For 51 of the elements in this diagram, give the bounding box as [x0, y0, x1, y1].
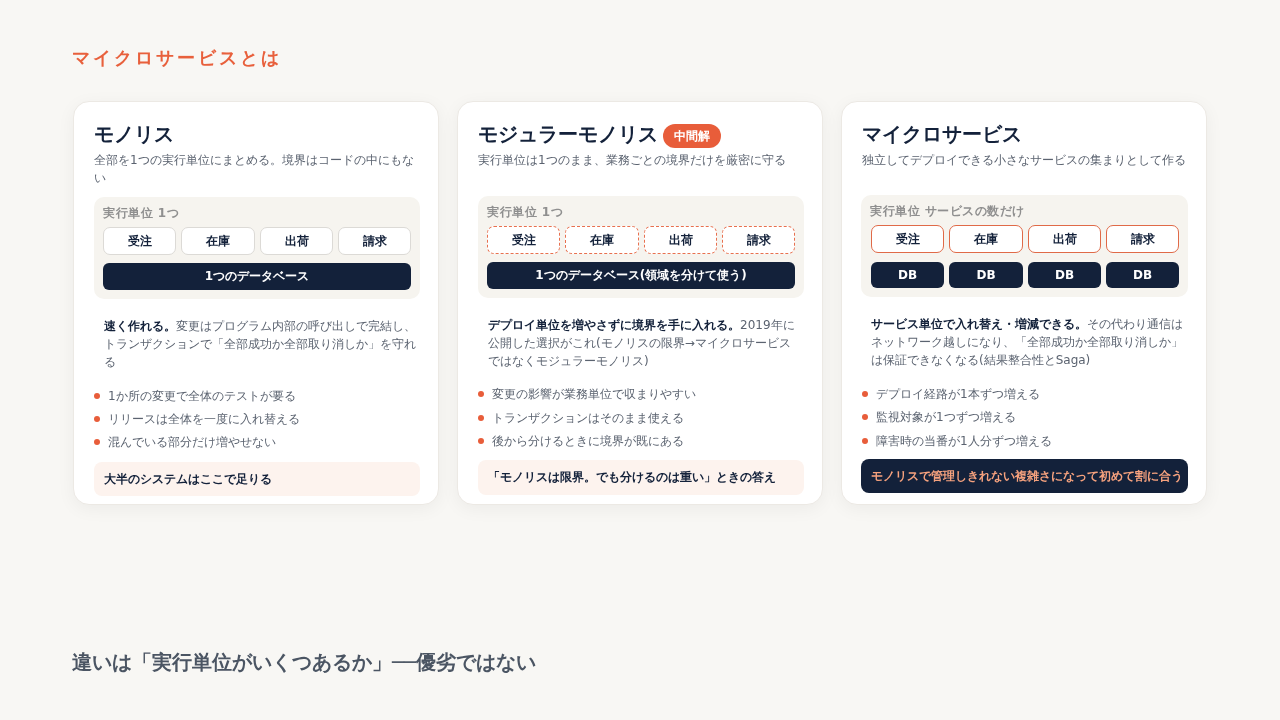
caption: 違いは「実行単位がいくつあるか」──優劣ではない — [72, 649, 537, 676]
runtime-panel — [94, 197, 420, 299]
page-title: マイクロサービスとは — [72, 46, 282, 70]
description-text: 速く作れる。変更はプログラム内部の呼び出しで完結し、トランザクションで「全部成功か全部取り消しか」を守れる — [104, 318, 416, 371]
bullet-text: トランザクションはそのまま使える — [492, 410, 684, 427]
module-box: 出荷 — [644, 226, 717, 254]
bullet-text: 障害時の当番が1人分ずつ増える — [876, 433, 1052, 450]
module-box: 出荷 — [260, 227, 333, 255]
database-box: DB — [1106, 262, 1179, 288]
database-box: DB — [871, 262, 944, 288]
module-box: 受注 — [487, 226, 560, 254]
card-subtitle: 実行単位は1つのまま、業務ごとの境界だけを厳密に守る — [478, 152, 787, 169]
module-box: 在庫 — [949, 225, 1023, 253]
panel-label: 実行単位 1つ — [103, 205, 180, 221]
database-box: DB — [1028, 262, 1101, 288]
card — [841, 101, 1207, 505]
bullet-text: 1か所の変更で全体のテストが要る — [108, 388, 296, 405]
description-text: サービス単位で入れ替え・増減できる。その代わり通信はネットワーク越しになり、「全部成功か全部取り消しか」は保証できなくなる(結果整合性とSaga) — [871, 316, 1184, 369]
module-box: 出荷 — [1028, 225, 1101, 253]
description-text: デプロイ単位を増やさずに境界を手に入れる。2019年に公開した選択がこれ(モノリスの限界→マイクロサービスではなくモジュラーモノリス) — [488, 317, 796, 370]
panel-label: 実行単位 1つ — [487, 204, 564, 220]
card-title: マイクロサービス — [862, 121, 1022, 147]
bullet-text: 後から分けるときに境界が既にある — [492, 433, 684, 450]
bullet-text: 監視対象が1つずつ増える — [876, 409, 1016, 426]
card-title: モジュラーモノリス — [478, 121, 658, 147]
note-box: 大半のシステムはここで足りる — [94, 462, 420, 496]
module-box: 受注 — [103, 227, 176, 255]
module-box: 請求 — [338, 227, 411, 255]
bullet-text: 変更の影響が業務単位で収まりやすい — [492, 386, 696, 403]
card — [457, 101, 823, 505]
note-box: 「モノリスは限界。でも分けるのは重い」ときの答え — [478, 460, 804, 495]
runtime-panel — [861, 195, 1188, 297]
module-box: 在庫 — [181, 227, 255, 255]
card-subtitle: 独立してデプロイできる小さなサービスの集まりとして作る — [862, 152, 1187, 169]
runtime-panel — [478, 196, 804, 298]
bullet-text: デプロイ経路が1本ずつ増える — [876, 386, 1040, 403]
database-bar: 1つのデータベース — [103, 263, 411, 290]
database-box: DB — [949, 262, 1023, 288]
note-box: モノリスで管理しきれない複雑さになって初めて割に合う — [861, 459, 1188, 493]
card — [73, 101, 439, 505]
card-title: モノリス — [94, 121, 174, 147]
module-box: 受注 — [871, 225, 944, 253]
bullet-text: 混んでいる部分だけ増やせない — [108, 434, 276, 451]
database-bar: 1つのデータベース(領域を分けて使う) — [487, 262, 795, 289]
module-box: 請求 — [1106, 225, 1179, 253]
bullet-text: リリースは全体を一度に入れ替える — [108, 411, 300, 428]
badge: 中間解 — [663, 124, 721, 148]
card-subtitle: 全部を1つの実行単位にまとめる。境界はコードの中にもない — [94, 152, 415, 187]
panel-label: 実行単位 サービスの数だけ — [870, 203, 1025, 219]
module-box: 請求 — [722, 226, 795, 254]
module-box: 在庫 — [565, 226, 639, 254]
